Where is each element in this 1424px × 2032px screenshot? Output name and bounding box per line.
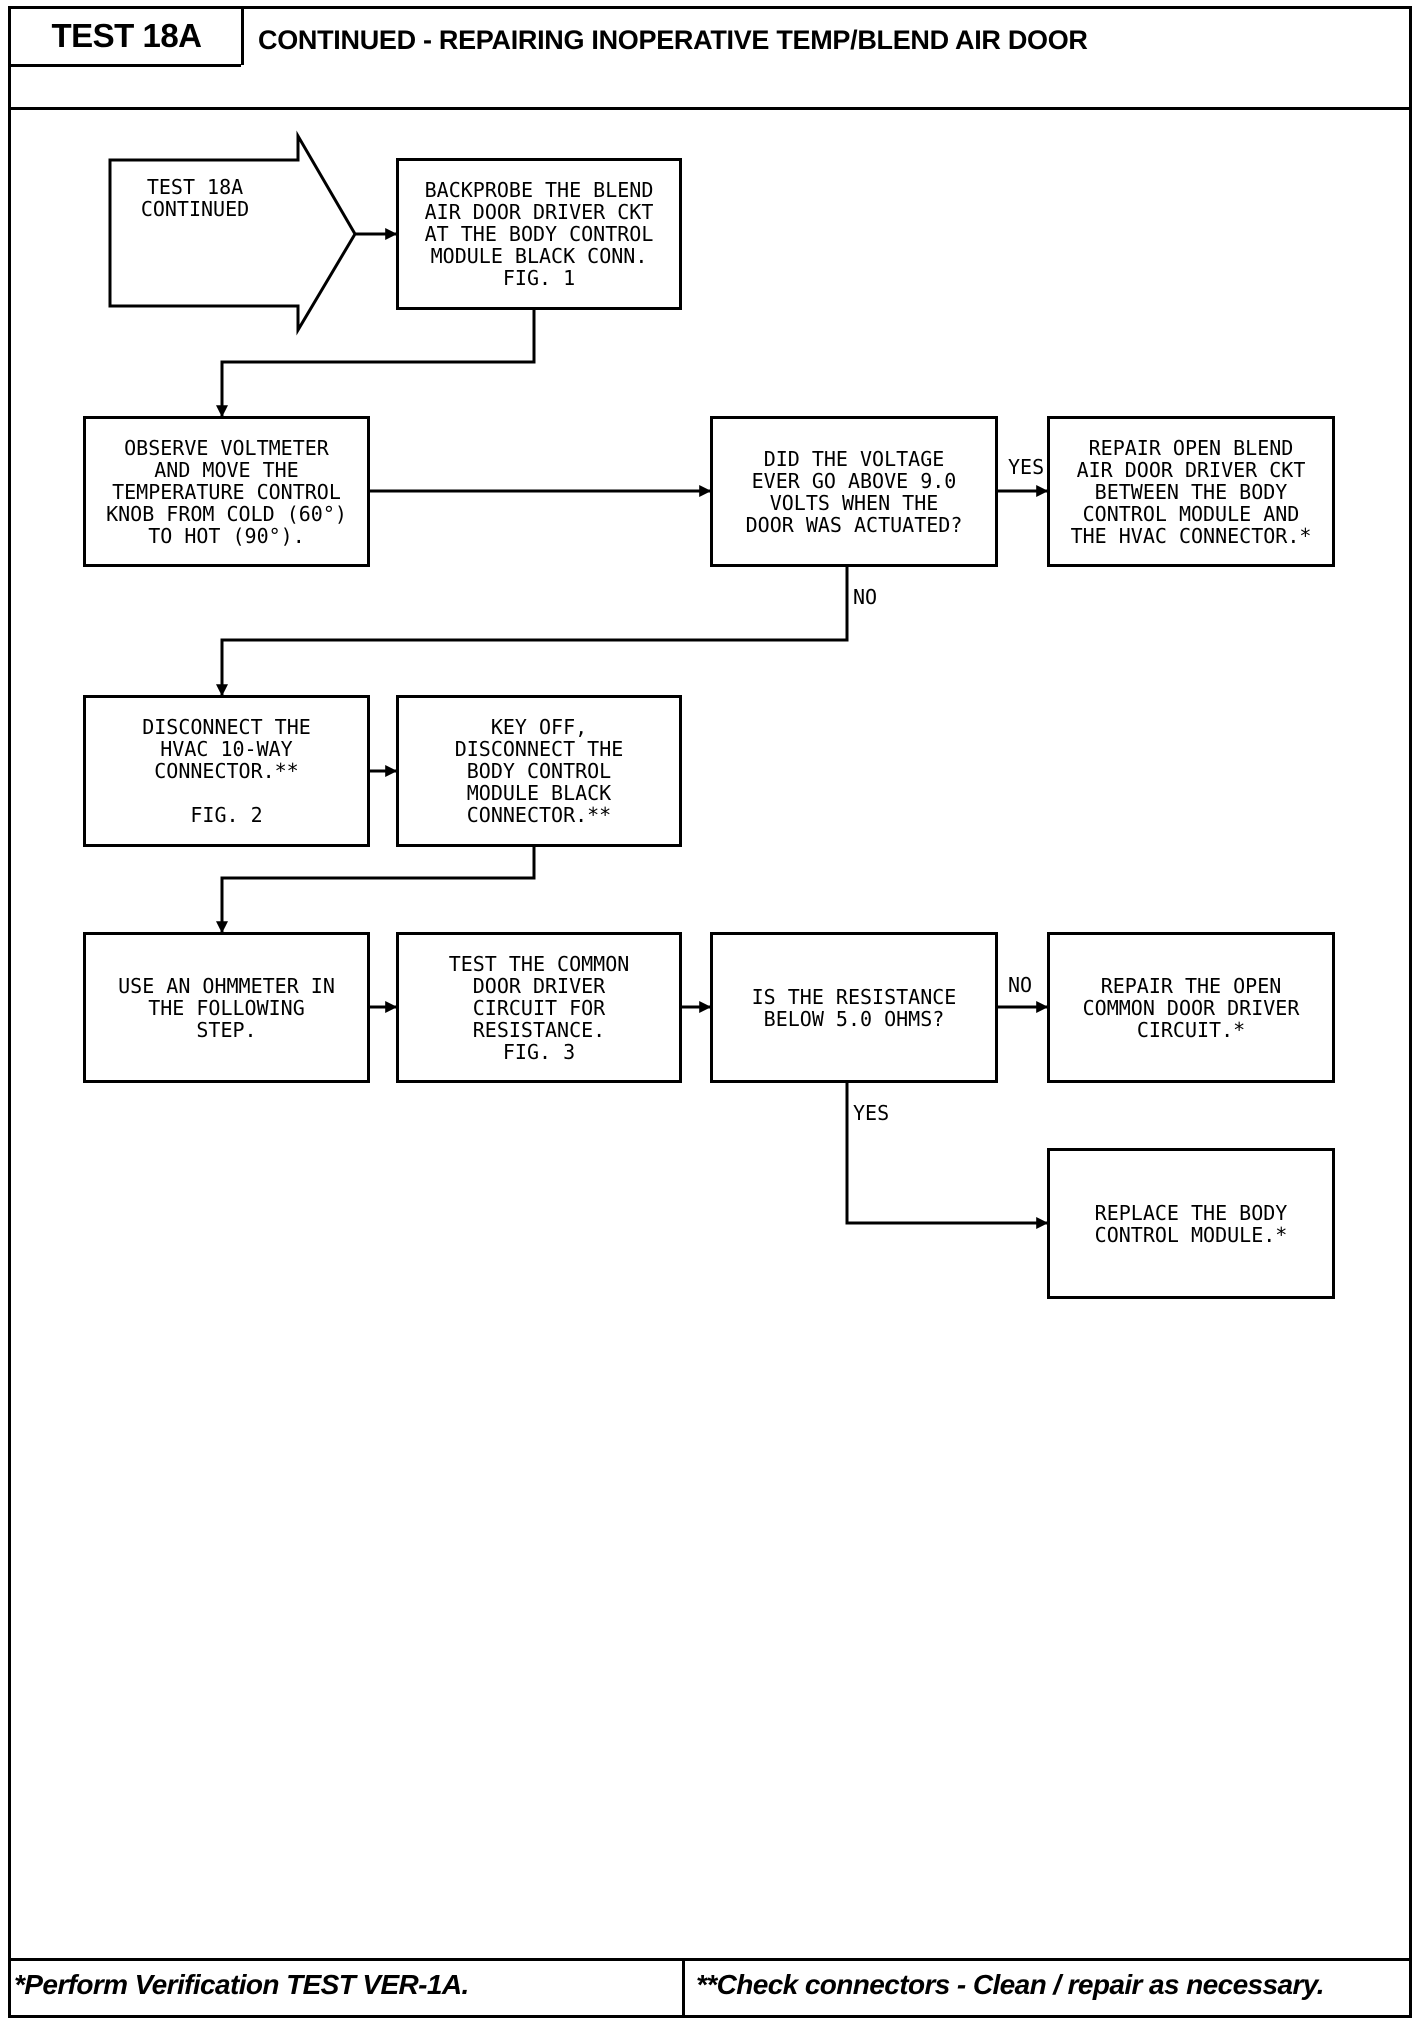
- arrow-voltage-no: [216, 567, 849, 697]
- step-replace-bcm: REPLACE THE BODY CONTROL MODULE.*: [1047, 1148, 1335, 1299]
- step-backprobe: BACKPROBE THE BLEND AIR DOOR DRIVER CKT …: [396, 158, 682, 310]
- step-repair-open-blend: REPAIR OPEN BLEND AIR DOOR DRIVER CKT BE…: [1047, 416, 1335, 567]
- test-id-label: TEST 18A: [51, 17, 202, 54]
- arrow-keyoff-to-ohmmeter: [216, 847, 536, 934]
- header-band-rule: [8, 107, 1412, 110]
- decision-voltage: DID THE VOLTAGE EVER GO ABOVE 9.0 VOLTS …: [710, 416, 998, 567]
- footer-note-connectors: **Check connectors - Clean / repair as n…: [696, 1969, 1324, 2000]
- step-observe-voltmeter: OBSERVE VOLTMETER AND MOVE THE TEMPERATU…: [83, 416, 370, 567]
- start-label: TEST 18A CONTINUED: [140, 175, 250, 221]
- step-use-ohmmeter: USE AN OHMMETER IN THE FOLLOWING STEP.: [83, 932, 370, 1083]
- page-frame: [8, 6, 1412, 2018]
- arrow-resistance-yes: [845, 1083, 1049, 1229]
- page-title: CONTINUED - REPAIRING INOPERATIVE TEMP/B…: [258, 25, 1088, 55]
- step-key-off: KEY OFF, DISCONNECT THE BODY CONTROL MOD…: [396, 695, 682, 847]
- label-no-voltage: NO: [853, 585, 878, 609]
- label-yes-resistance: YES: [853, 1101, 890, 1125]
- header-divider-vertical: [241, 6, 244, 65]
- label-yes-voltage: YES: [1008, 455, 1045, 479]
- step-test-common: TEST THE COMMON DOOR DRIVER CIRCUIT FOR …: [396, 932, 682, 1083]
- step-disconnect-hvac: DISCONNECT THE HVAC 10-WAY CONNECTOR.** …: [83, 695, 370, 847]
- start-arrow-shape: [108, 130, 357, 336]
- footer-note-verification: *Perform Verification TEST VER-1A.: [14, 1969, 469, 2000]
- footer-divider-vertical: [682, 1958, 685, 2018]
- header-bottom-rule: [8, 64, 241, 67]
- footer-rule: [8, 1958, 1412, 1961]
- arrow-backprobe-to-observe: [216, 310, 536, 418]
- step-repair-common: REPAIR THE OPEN COMMON DOOR DRIVER CIRCU…: [1047, 932, 1335, 1083]
- label-no-resistance: NO: [1008, 973, 1033, 997]
- decision-resistance: IS THE RESISTANCE BELOW 5.0 OHMS?: [710, 932, 998, 1083]
